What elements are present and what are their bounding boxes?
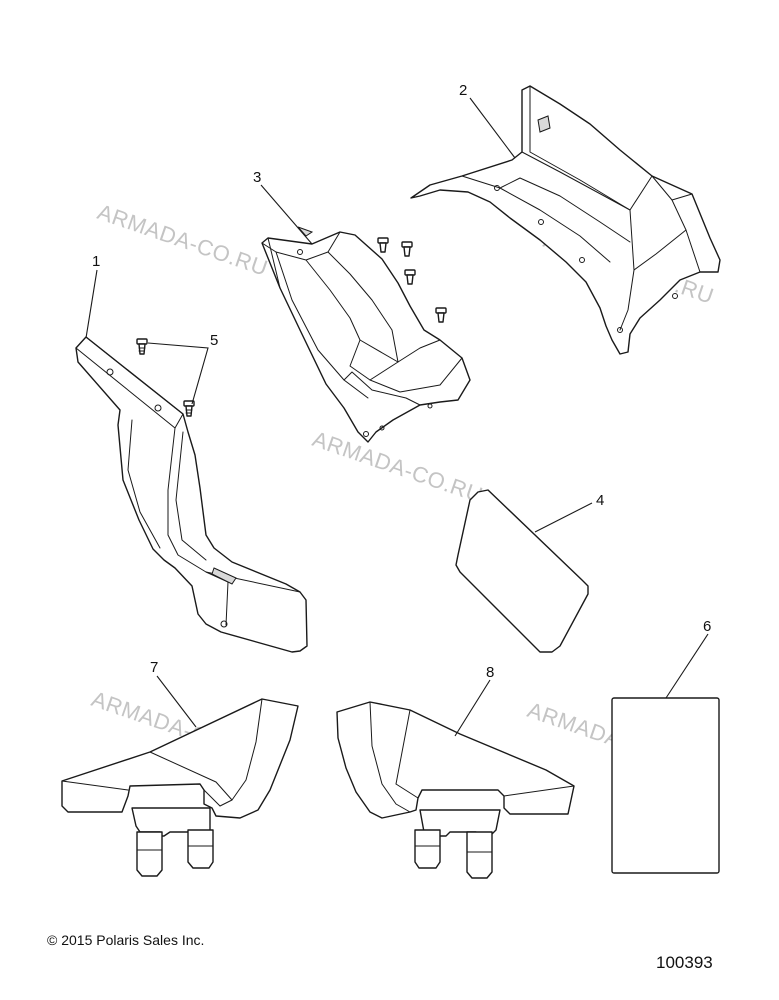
leader-7 — [156, 675, 197, 728]
leader-5 — [147, 342, 209, 405]
fastener-bottom — [183, 400, 195, 417]
part-3-console-cover — [261, 226, 471, 443]
copyright-notice: © 2015 Polaris Sales Inc. — [47, 932, 205, 948]
console-fasteners — [377, 237, 447, 323]
figure-number: 100393 — [656, 953, 713, 972]
leader-2 — [469, 97, 516, 159]
part-1-side-panel — [75, 336, 308, 653]
part-5-fasteners — [136, 338, 195, 417]
leader-3 — [260, 184, 313, 245]
leader-6 — [665, 633, 709, 699]
part-6-label — [611, 697, 720, 874]
part-8-right-closeout — [336, 701, 575, 879]
part-2-rear-panel — [410, 85, 721, 355]
watermark-3: ARMADA-CO.RU — [309, 426, 486, 508]
callout-8: 8 — [486, 664, 494, 681]
callout-1: 1 — [92, 253, 100, 270]
watermark-1: ARMADA-CO.RU — [94, 199, 271, 281]
leader-1 — [85, 269, 98, 339]
callout-4: 4 — [596, 492, 604, 509]
callout-2: 2 — [459, 82, 467, 99]
callout-5: 5 — [210, 332, 218, 349]
leader-8 — [454, 679, 491, 737]
part-4-pad — [455, 489, 589, 653]
fastener-top — [136, 338, 148, 355]
leader-4 — [534, 502, 593, 533]
callout-6: 6 — [703, 618, 711, 635]
part-7-left-closeout — [61, 698, 299, 877]
leader-lines — [85, 97, 709, 737]
callout-3: 3 — [253, 169, 261, 186]
callout-7: 7 — [150, 659, 158, 676]
callout-labels: 1 2 3 4 5 6 7 8 — [92, 82, 711, 681]
